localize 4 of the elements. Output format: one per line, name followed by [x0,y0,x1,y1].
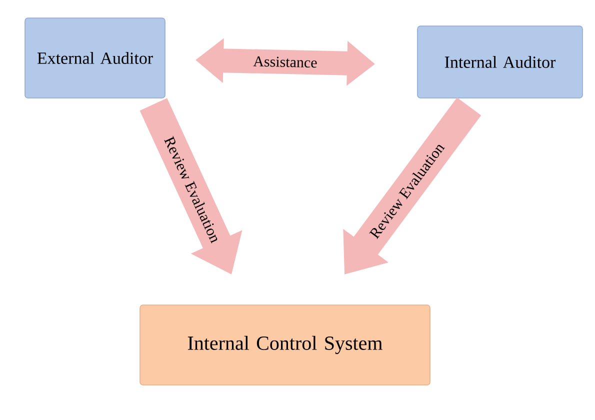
edge-label: Assistance [252,55,318,69]
process-box: Internal Control System [140,304,430,386]
process-box: Internal Auditor [417,26,583,98]
process-box: External Auditor [24,18,166,98]
